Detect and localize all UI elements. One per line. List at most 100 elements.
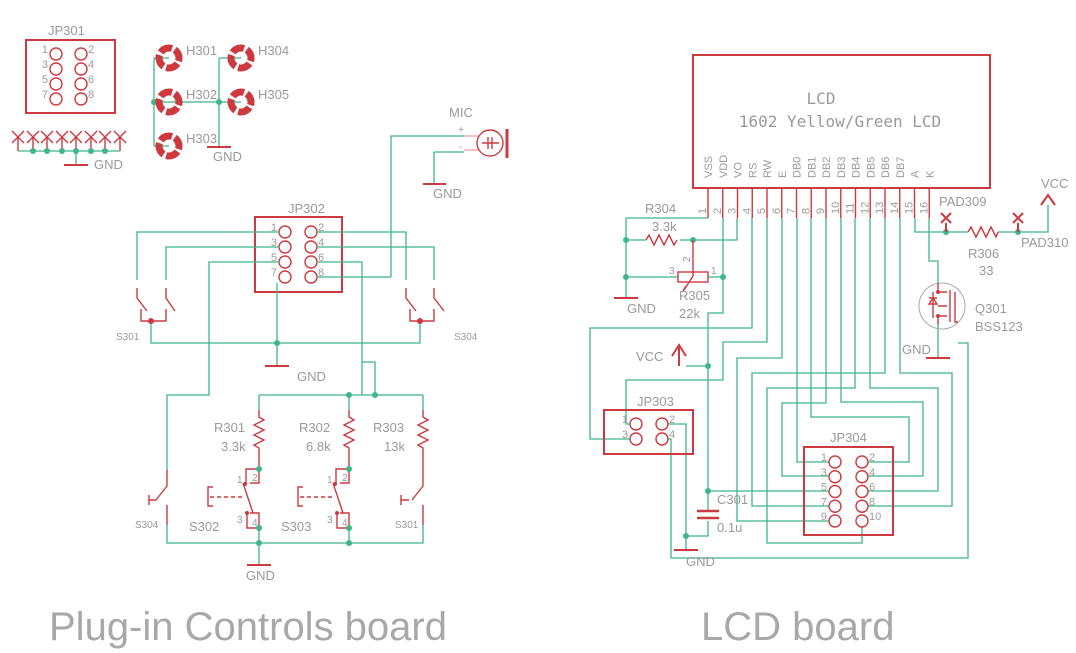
vcc-label: VCC bbox=[1041, 176, 1068, 191]
switch-pin: 4 bbox=[252, 518, 258, 529]
header-pin-number: 2 bbox=[869, 452, 875, 464]
vcc-label: VCC bbox=[636, 349, 663, 364]
header-pin bbox=[828, 499, 842, 513]
lcd-pin-name: DB4 bbox=[851, 157, 863, 178]
header-pin bbox=[278, 255, 292, 269]
jp301-label: JP301 bbox=[48, 23, 85, 38]
gnd-label: GND bbox=[94, 157, 123, 172]
header-pin bbox=[49, 47, 63, 61]
lcd-pin-number: 10 bbox=[830, 202, 842, 214]
microphone-icon bbox=[476, 129, 504, 157]
right-labels: R304 3.3k 3 1 2 R305 22k GND VCC PAD309 … bbox=[627, 176, 1068, 569]
r302-label: R302 bbox=[299, 420, 330, 435]
header-pin bbox=[74, 77, 88, 91]
lcd-pin-number: 4 bbox=[741, 208, 753, 214]
header-pin bbox=[655, 432, 669, 446]
gnd-label: GND bbox=[686, 554, 715, 569]
header-pin-number: 7 bbox=[271, 267, 277, 279]
pad310-label: PAD310 bbox=[1021, 235, 1068, 250]
left-board-title: Plug-in Controls board bbox=[49, 605, 447, 649]
r305-value: 22k bbox=[679, 306, 700, 321]
header-pin bbox=[49, 92, 63, 106]
gnd-label: GND bbox=[246, 568, 275, 583]
header-pin bbox=[855, 470, 869, 484]
mic-label: MIC bbox=[449, 105, 473, 120]
header-pin-number: 10 bbox=[869, 511, 881, 523]
header-pin-number: 5 bbox=[42, 74, 48, 86]
lcd-pin-name: VDD bbox=[718, 155, 730, 178]
header-pin bbox=[855, 455, 869, 469]
header-pin-number: 6 bbox=[869, 482, 875, 494]
q301-label: Q301 bbox=[975, 301, 1007, 316]
mounting-hole-icon bbox=[227, 88, 255, 116]
switch-pin: 3 bbox=[237, 515, 243, 526]
q301-value: BSS123 bbox=[975, 319, 1023, 334]
switch-pin: 1 bbox=[237, 475, 243, 486]
header-pin bbox=[655, 417, 669, 431]
lcd-pin-name: DB5 bbox=[865, 157, 877, 178]
r303-label: R303 bbox=[373, 420, 404, 435]
header-pin-number: 6 bbox=[318, 252, 324, 264]
r301-label: R301 bbox=[214, 420, 245, 435]
c301-label: C301 bbox=[717, 492, 748, 507]
header-pin-number: 1 bbox=[622, 414, 628, 426]
r304-label: R304 bbox=[645, 201, 676, 216]
header-pin-number: 3 bbox=[42, 59, 48, 71]
header-pin-number: 4 bbox=[669, 429, 675, 441]
gnd-label: GND bbox=[902, 342, 931, 357]
header-pin-number: 9 bbox=[821, 511, 827, 523]
mounting-hole-icon bbox=[155, 88, 183, 116]
header-pin bbox=[278, 225, 292, 239]
lcd-pin-name: K bbox=[924, 170, 936, 178]
left-wires: GND bbox=[136, 231, 435, 470]
lcd-pin-number: 7 bbox=[786, 208, 798, 214]
s304-label: S304 bbox=[135, 520, 159, 531]
header-pin bbox=[304, 225, 318, 239]
s301-label: S301 bbox=[395, 520, 419, 531]
header-pin bbox=[74, 92, 88, 106]
hole-label: H301 bbox=[186, 43, 217, 58]
lcd-pin-number: 5 bbox=[756, 208, 768, 214]
lcd-description: 1602 Yellow/Green LCD bbox=[739, 112, 941, 131]
lcd-pin-name: VSS bbox=[703, 156, 715, 178]
header-pin-number: 6 bbox=[88, 74, 94, 86]
c301-value: 0.1u bbox=[717, 520, 742, 535]
header-pin bbox=[828, 470, 842, 484]
lcd-pin-name: DB0 bbox=[792, 157, 804, 178]
lcd-pin-name: DB1 bbox=[806, 157, 818, 178]
jp302-label: JP302 bbox=[288, 201, 325, 216]
r306-label: R306 bbox=[968, 246, 999, 261]
header-pin-number: 8 bbox=[318, 267, 324, 279]
header-pin bbox=[49, 77, 63, 91]
lcd-pin-name: A bbox=[910, 170, 922, 178]
switch-pin: 2 bbox=[342, 473, 348, 484]
header-outline bbox=[25, 39, 116, 114]
header-pin bbox=[49, 62, 63, 76]
header-outline bbox=[603, 409, 694, 455]
lcd-pin-number: 2 bbox=[712, 208, 724, 214]
header-pin bbox=[278, 240, 292, 254]
header-pin bbox=[828, 484, 842, 499]
lcd-pin-number: 1 bbox=[697, 208, 709, 214]
header-pin bbox=[74, 62, 88, 76]
lcd-module: LCD 1602 Yellow/Green LCD VSS1VDD2VO3RS4… bbox=[692, 54, 991, 218]
r302-value: 6.8k bbox=[306, 439, 331, 454]
lcd-pin-name: DB7 bbox=[895, 157, 907, 178]
lcd-pin-number: 16 bbox=[918, 202, 930, 214]
r305-label: R305 bbox=[679, 288, 710, 303]
lcd-pin-name: VO bbox=[733, 162, 745, 178]
r301-value: 3.3k bbox=[221, 439, 246, 454]
header-pin bbox=[855, 514, 869, 528]
switch-pin: 4 bbox=[342, 518, 348, 529]
mounting-hole-icon bbox=[227, 44, 255, 72]
right-board-title: LCD board bbox=[701, 605, 894, 649]
header-pin-number: 8 bbox=[869, 496, 875, 508]
s304-label: S304 bbox=[454, 332, 478, 343]
header-pin-number: 8 bbox=[88, 89, 94, 101]
header-outline bbox=[803, 446, 894, 536]
header-pin bbox=[74, 47, 88, 61]
lcd-pin-name: RS bbox=[747, 163, 759, 178]
